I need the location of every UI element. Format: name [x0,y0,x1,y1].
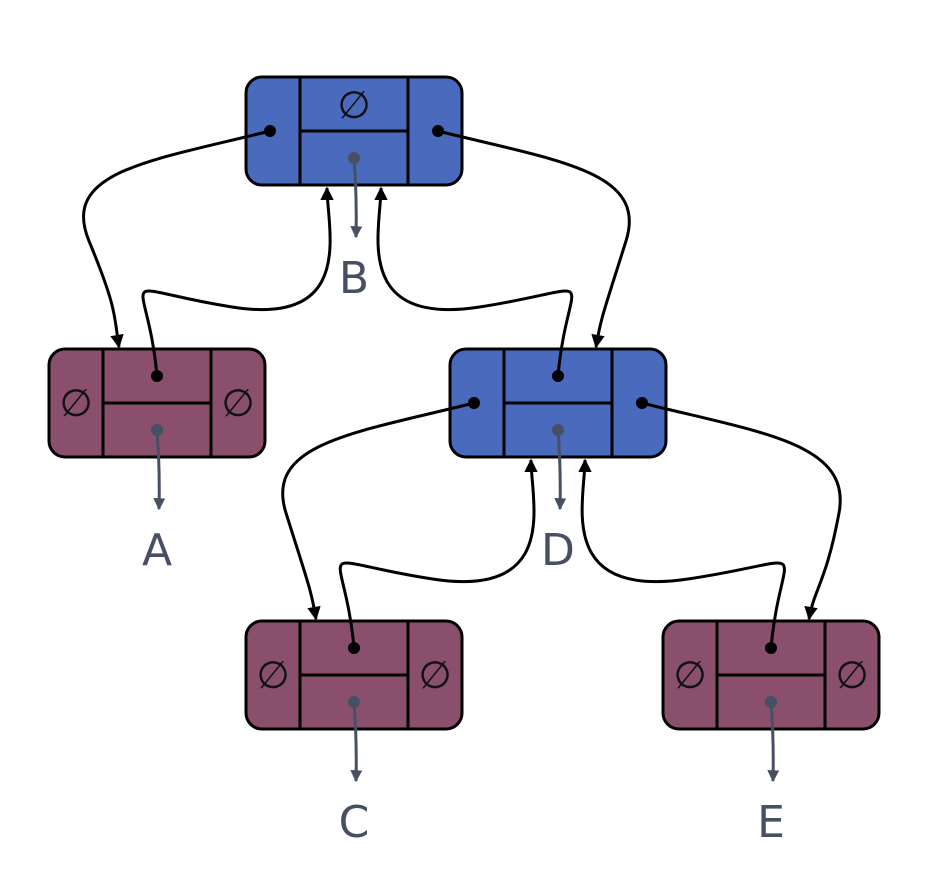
edge-d-to-e [641,401,842,621]
node-e: ∅ ∅ E [661,619,881,848]
null-right-pointer: ∅ [835,653,868,697]
edge-b-to-a [82,129,271,349]
null-left-pointer: ∅ [673,653,706,697]
edge-d-to-b [374,186,574,377]
null-right-pointer: ∅ [418,653,451,697]
node-label-c: C [339,797,370,848]
edge-e-to-d [578,458,786,649]
element-arrow [767,701,780,783]
element-arrow [554,429,567,511]
node-b: ∅B [244,75,464,304]
node-c: ∅ ∅ C [244,619,464,848]
node-a: ∅ ∅ A [47,347,267,576]
element-arrow [350,157,363,239]
node-label-d: D [541,525,575,576]
element-arrow [153,429,166,511]
null-right-pointer: ∅ [221,381,254,425]
null-left-pointer: ∅ [256,653,289,697]
element-arrow [350,701,363,783]
edge-a-to-b [141,186,334,377]
null-parent-pointer: ∅ [337,83,370,127]
node-label-b: B [339,253,369,304]
null-left-pointer: ∅ [59,381,92,425]
edge-b-to-d [437,129,631,349]
edge-d-to-c [281,401,475,621]
node-label-a: A [142,525,172,576]
node-d: D [448,347,668,576]
edge-c-to-d [338,458,538,649]
node-label-e: E [757,797,785,848]
